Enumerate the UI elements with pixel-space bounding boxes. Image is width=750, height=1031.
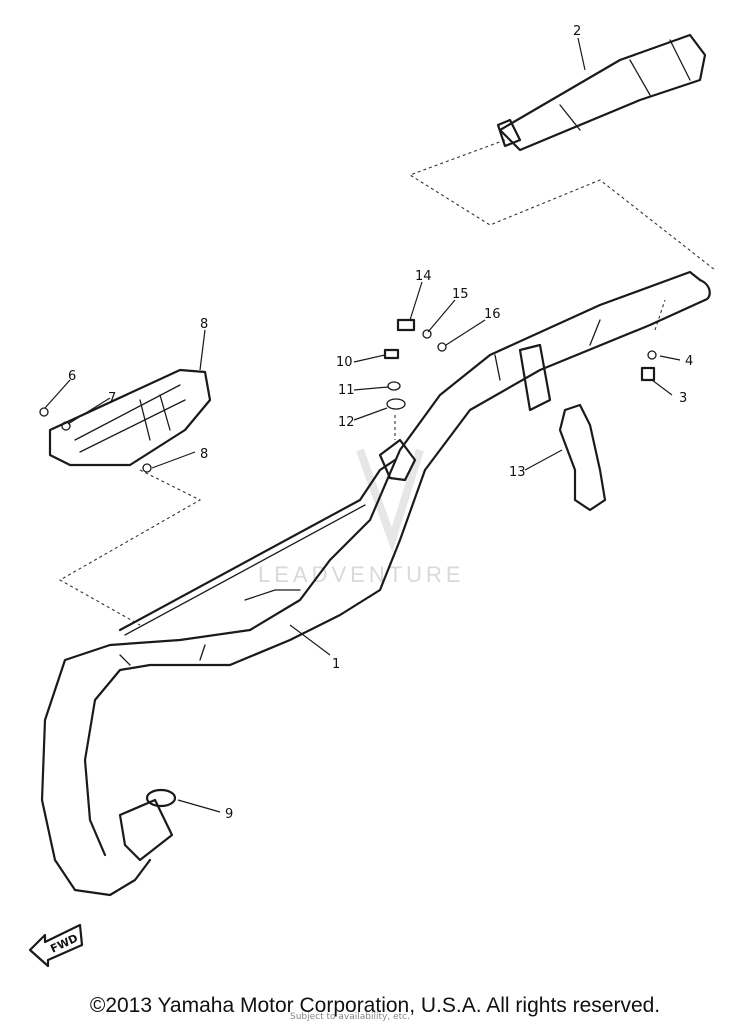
callout-8: 8 <box>200 447 208 462</box>
silencer-tailpipe <box>496 33 707 152</box>
fwd-arrow-icon: FWD <box>28 923 84 968</box>
callout-16: 16 <box>484 307 501 322</box>
copyright-notice: ©2013 Yamaha Motor Corporation, U.S.A. A… <box>89 994 661 1017</box>
callout-8-top: 8 <box>200 317 208 332</box>
callout-11: 11 <box>338 383 355 398</box>
callout-6: 6 <box>68 369 76 384</box>
callout-2: 2 <box>573 24 581 39</box>
callout-13: 13 <box>509 465 526 480</box>
callout-1: 1 <box>332 657 340 672</box>
callout-14: 14 <box>415 269 432 284</box>
alignment-lines <box>58 139 716 626</box>
watermark-logo: LEADVENTURE <box>258 448 465 587</box>
callout-4: 4 <box>685 354 693 369</box>
callout-3: 3 <box>679 391 687 406</box>
expansion-chamber <box>40 270 711 897</box>
muffler-stay <box>558 403 607 512</box>
callout-7: 7 <box>108 391 116 406</box>
hardware-bolts <box>39 318 657 808</box>
watermark-text: LEADVENTURE <box>258 562 465 587</box>
callout-12: 12 <box>338 415 355 430</box>
heat-protector <box>48 368 212 467</box>
callout-10: 10 <box>336 355 353 370</box>
callout-labels: 1 2 3 4 6 7 8 9 10 11 12 13 14 15 16 8 <box>68 24 693 822</box>
faint-footnote: Subject to availability, etc. <box>290 1012 410 1022</box>
callout-15: 15 <box>452 287 469 302</box>
leader-lines <box>44 37 681 813</box>
callout-9: 9 <box>225 807 233 822</box>
